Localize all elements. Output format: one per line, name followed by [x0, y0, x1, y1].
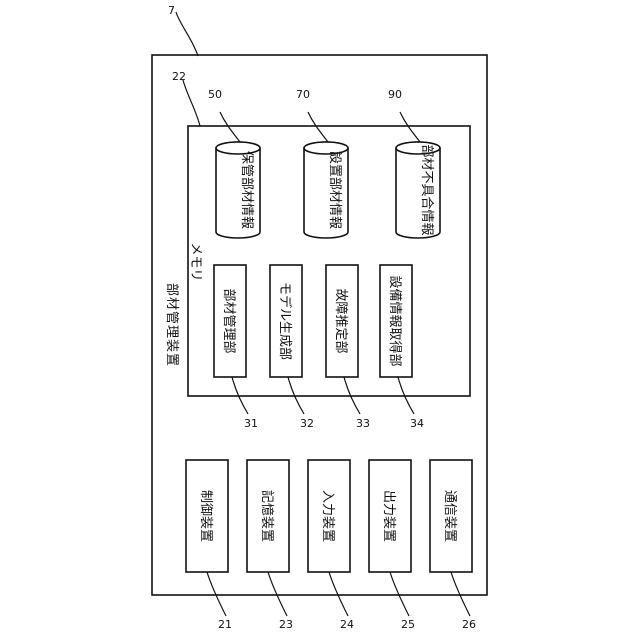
device-control-ref: 21	[218, 618, 232, 631]
device-output-label: 出力装置	[381, 490, 396, 542]
device-ref: 7	[168, 4, 175, 17]
device-storage-ref: 23	[279, 618, 293, 631]
device-communication-ref: 26	[462, 618, 476, 631]
unit-model-generation-ref: 32	[300, 417, 314, 430]
unit-equipment-info-label: 設備情報取得部	[387, 275, 403, 366]
database-defect-label: 部材不具合情報	[419, 144, 434, 235]
unit-equipment-info-ref: 34	[410, 417, 424, 430]
device-input-label: 入力装置	[320, 490, 335, 542]
database-storage-ref: 50	[208, 88, 222, 101]
device-control-label: 制御装置	[198, 490, 213, 542]
unit-member-management-ref: 31	[244, 417, 258, 430]
database-installed-label: 設置部材情報	[327, 151, 343, 229]
unit-model-generation-label: モデル生成部	[277, 282, 293, 360]
database-defect-ref: 90	[388, 88, 402, 101]
database-storage-label: 保管部材情報	[239, 151, 254, 229]
memory-ref: 22	[172, 70, 186, 83]
device-ref-leader	[176, 12, 198, 56]
unit-member-management-label: 部材管理部	[221, 288, 236, 353]
database-storage: 保管部材情報	[216, 142, 260, 238]
memory-label: メモリ	[188, 242, 203, 281]
database-installed-ref: 70	[296, 88, 310, 101]
device-storage-label: 記憶装置	[259, 490, 275, 542]
device-input-ref: 24	[340, 618, 354, 631]
unit-failure-estimation-label: 故障推定部	[333, 288, 348, 353]
device-output-ref: 25	[401, 618, 415, 631]
device-communication-label: 通信装置	[442, 490, 457, 542]
device-label: 部材管理装置	[164, 283, 179, 367]
database-installed: 設置部材情報	[304, 142, 348, 238]
unit-failure-estimation-ref: 33	[356, 417, 370, 430]
database-defect: 部材不具合情報	[396, 142, 440, 238]
